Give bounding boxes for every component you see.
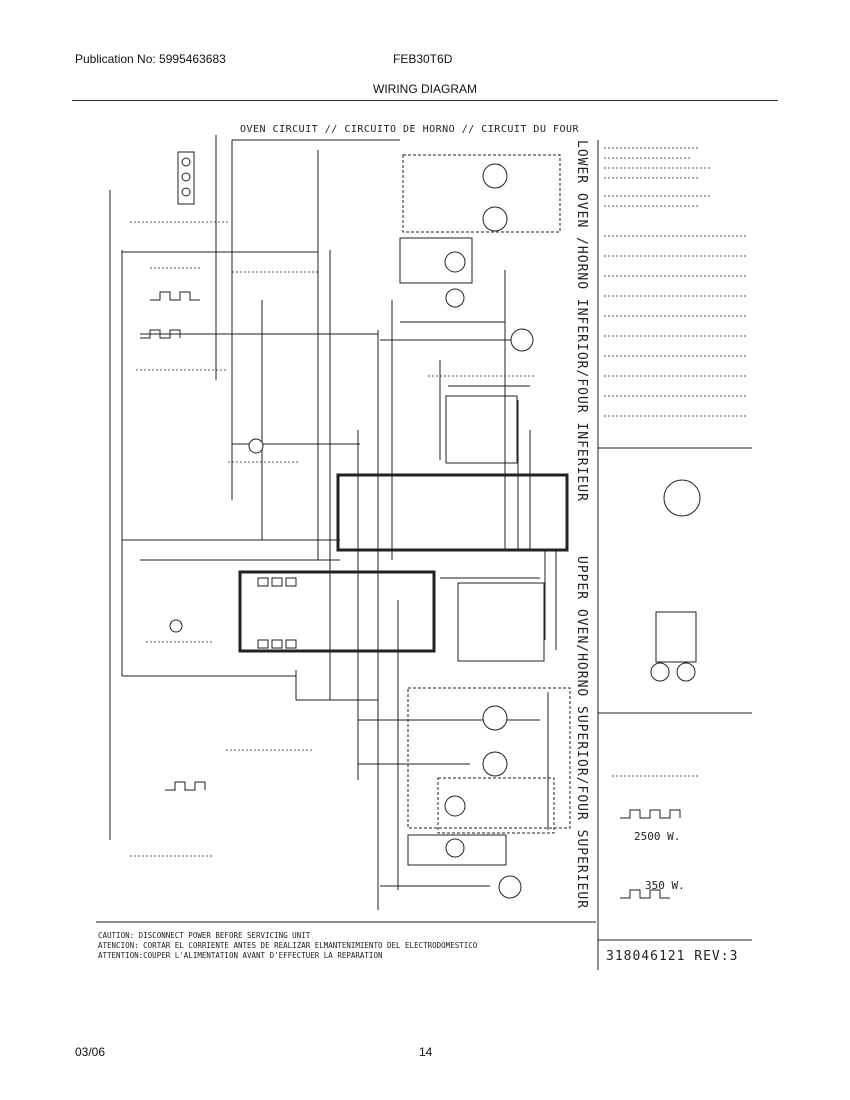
lower-convection-panel: [402, 154, 561, 233]
relay-k3: [285, 577, 297, 587]
lower-convection-fan: [482, 206, 508, 232]
lower-element-panel: [399, 237, 473, 284]
footer-date: 03/06: [75, 1045, 106, 1059]
legend-transformer: [655, 611, 697, 663]
legend-motor-symbol: [663, 479, 701, 517]
upper-cooling-fan: [498, 875, 522, 899]
upper-convection-fan: [482, 751, 508, 777]
upper-convection-panel: [407, 687, 571, 829]
model-number: FEB30T6D: [393, 52, 453, 66]
relay-k4: [257, 639, 269, 649]
caution-line-fr: ATTENTION:COUPER L'ALIMENTATION AVANT D'…: [98, 951, 383, 960]
terminal-l1: [181, 157, 191, 167]
page-title: WIRING DIAGRAM: [373, 82, 477, 96]
footer-page-number: 14: [419, 1045, 433, 1059]
upper-control-box: [238, 570, 436, 653]
upper-element-panel: [437, 777, 555, 834]
terminal-n: [181, 172, 191, 182]
relay-k5: [271, 639, 283, 649]
caution-notice: CAUTION: DISCONNECT POWER BEFORE SERVICI…: [98, 931, 477, 961]
lower-sensor: [248, 438, 264, 454]
lower-broil-element: [140, 329, 181, 339]
upper-sensor: [169, 619, 183, 633]
terminal-block: [177, 151, 195, 205]
upper-relay-panel: [457, 582, 545, 662]
lower-bake-element: [150, 291, 200, 301]
relay-k1: [257, 577, 269, 587]
upper-door-lock: [445, 838, 465, 858]
upper-bake-element: [165, 781, 206, 791]
circuit-title: OVEN CIRCUIT // CIRCUITO DE HORNO // CIR…: [240, 124, 580, 135]
relay-k2: [271, 577, 283, 587]
publication-number: Publication No: 5995463683: [75, 52, 226, 66]
lower-oven-label: LOWER OVEN /HORNO INFERIOR/FOUR INFERIEU…: [574, 140, 589, 502]
element-2500w: [620, 809, 681, 819]
element-350w: [620, 889, 670, 899]
terminal-l2: [181, 187, 191, 197]
lower-door-lock: [445, 288, 465, 308]
caution-line-en: CAUTION: DISCONNECT POWER BEFORE SERVICI…: [98, 931, 311, 940]
lower-convection-motor: [482, 163, 508, 189]
lower-control-box: [336, 473, 569, 552]
diagram-part-number: 318046121 REV:3: [606, 949, 739, 964]
legend-lamp-1: [650, 662, 670, 682]
element-2500w-label: 2500 W.: [634, 830, 681, 843]
upper-oven-lamp: [444, 795, 466, 817]
upper-oven-label: UPPER OVEN/HORNO SUPERIOR/FOUR SUPERIEUR: [574, 556, 589, 910]
legend-lamp-2: [676, 662, 696, 682]
header-rule: [72, 100, 778, 101]
lower-oven-lamp: [444, 251, 466, 273]
lower-cooling-fan: [510, 328, 534, 352]
relay-k6: [285, 639, 297, 649]
element-350w-label: 350 W.: [645, 879, 685, 892]
lower-relay-panel: [445, 395, 518, 464]
caution-line-es: ATENCION: CORTAR EL CORRIENTE ANTES DE R…: [98, 941, 478, 950]
upper-bake-panel: [407, 834, 507, 866]
upper-convection-motor: [482, 705, 508, 731]
